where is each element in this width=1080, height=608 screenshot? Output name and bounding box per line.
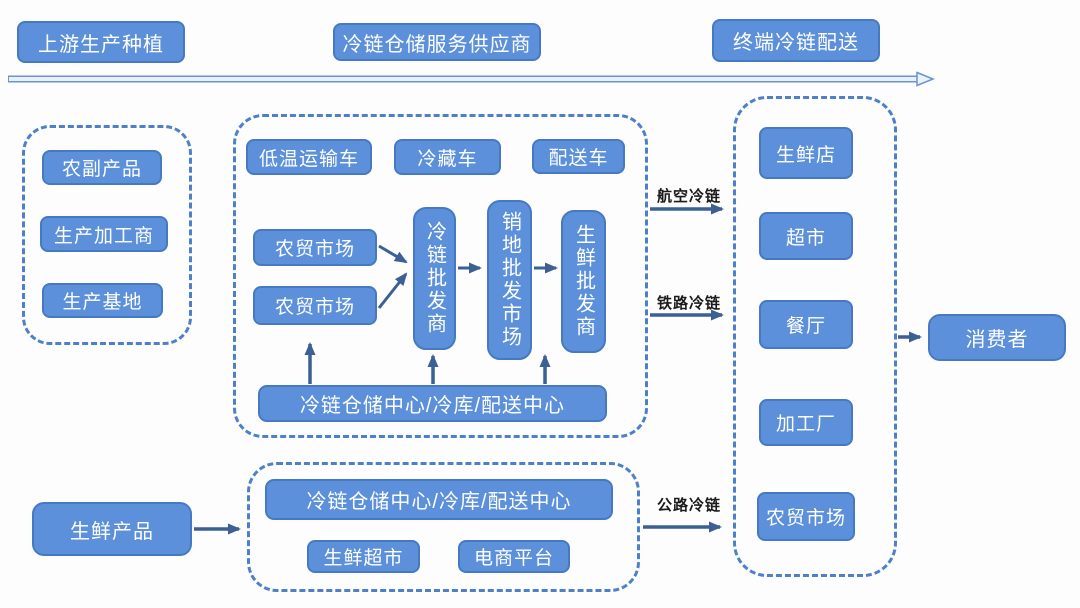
upstream-item-production-base: 生产基地 [42,283,163,318]
header-coldchain-provider: 冷链仓储服务供应商 [333,23,541,61]
coldchain-wholesaler: 冷链批发商 [413,207,456,350]
fresh-wholesaler: 生鲜批发商 [561,210,606,353]
ecommerce-platform-node: 电商平台 [458,540,570,573]
fresh-product-node: 生鲜产品 [32,502,192,556]
group-fresh-channel [247,462,640,592]
terminal-fresh-store: 生鲜店 [759,127,853,179]
terminal-supermarket: 超市 [759,212,853,260]
group-provider [233,114,648,438]
timeline-arrow [8,71,935,87]
link-label-road-coldchain: 公路冷链 [656,497,721,514]
upstream-item-agri-products: 农副产品 [42,150,162,185]
fresh-supermarket-node: 生鲜超市 [307,540,420,573]
vehicle-lowtemp-truck: 低温运输车 [246,139,372,175]
upstream-item-producer: 生产加工商 [40,216,168,252]
vehicle-delivery-truck: 配送车 [532,139,625,174]
link-label-air-coldchain: 航空冷链 [656,188,721,205]
destination-wholesale-market: 销地批发市场 [487,200,532,360]
farmers-market-2: 农贸市场 [253,286,377,325]
farmers-market-1: 农贸市场 [253,229,377,266]
consumer-node: 消费者 [928,314,1066,361]
terminal-farmers-market: 农贸市场 [757,492,855,541]
group-upstream [22,125,192,345]
link-label-rail-coldchain: 铁路冷链 [656,295,721,312]
header-upstream-production: 上游生产种植 [17,21,185,63]
header-terminal-delivery: 终端冷链配送 [712,19,880,62]
storage-center-fresh: 冷链仓储中心/冷库/配送中心 [265,479,613,520]
terminal-processing-plant: 加工厂 [759,399,853,446]
group-terminal [733,96,897,577]
vehicle-refrigerated-truck: 冷藏车 [394,139,501,175]
terminal-restaurant: 餐厅 [759,300,853,349]
storage-center-provider: 冷链仓储中心/冷库/配送中心 [258,385,607,422]
